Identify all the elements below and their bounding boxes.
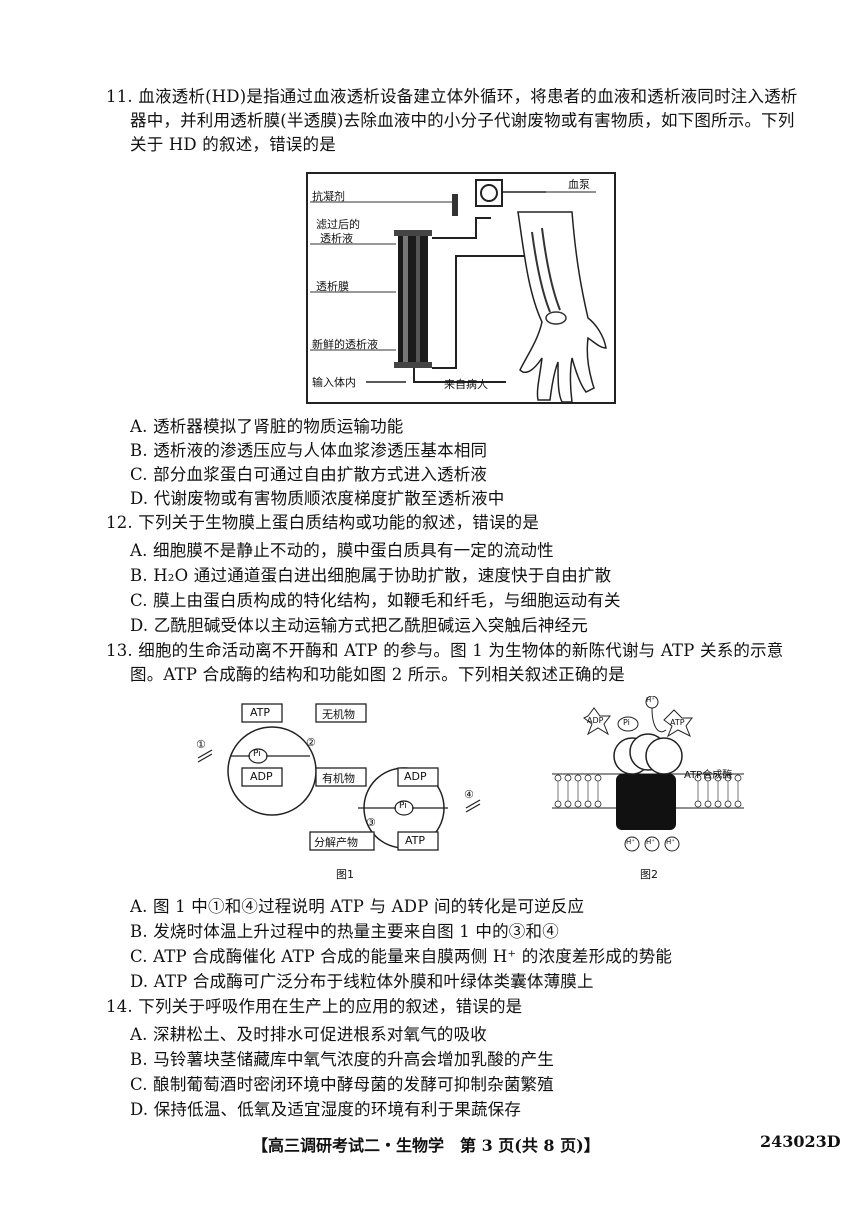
q13-option-b: B. 发烧时体温上升过程中的热量主要来自图 1 中的③和④ bbox=[130, 922, 559, 941]
exam-code: 243023D bbox=[760, 1132, 841, 1151]
atp-synthase-figure-2: ADP Pi ATP H⁺ ATP合成酶 H⁺ H⁺ H⁺ 图2 bbox=[548, 695, 748, 886]
fig2-pi: Pi bbox=[623, 718, 630, 727]
fig1-adp-left: ADP bbox=[250, 770, 273, 783]
fig2-h-bottom-3: H⁺ bbox=[666, 838, 675, 846]
atp-cycle-figure-1: ATP ADP 无机物 有机物 ADP ATP 分解产物 Pi Pi ① ② ③… bbox=[190, 696, 520, 886]
q13-option-c: C. ATP 合成酶催化 ATP 合成的能量来自膜两侧 H⁺ 的浓度差形成的势能 bbox=[130, 947, 673, 966]
q12-option-b: B. H₂O 通过通道蛋白进出细胞属于协助扩散，速度快于自由扩散 bbox=[130, 566, 612, 585]
fig2-h-bottom-2: H⁺ bbox=[646, 838, 655, 846]
fig2-h-top: H⁺ bbox=[646, 696, 655, 704]
fig1-organic: 有机物 bbox=[322, 772, 355, 785]
q14-stem: 14. 下列关于呼吸作用在生产上的应用的叙述，错误的是 bbox=[106, 997, 523, 1016]
fig1-atp-top: ATP bbox=[250, 706, 271, 719]
fig1-adp-right: ADP bbox=[404, 770, 427, 783]
fig2-adp: ADP bbox=[587, 716, 604, 725]
fig1-pi-right: Pi bbox=[399, 801, 407, 811]
fig1-decomp: 分解产物 bbox=[314, 836, 358, 849]
fig2-synthase-label: ATP合成酶 bbox=[684, 770, 733, 781]
fig1-atp-bottom: ATP bbox=[405, 834, 426, 847]
q11-option-b: B. 透析液的渗透压应与人体血浆渗透压基本相同 bbox=[130, 441, 488, 460]
q14-option-a: A. 深耕松土、及时排水可促进根系对氧气的吸收 bbox=[130, 1025, 488, 1044]
fig1-inorganic: 无机物 bbox=[322, 708, 355, 721]
q12-option-c: C. 膜上由蛋白质构成的特化结构，如鞭毛和纤毛，与细胞运动有关 bbox=[130, 591, 621, 610]
fig-label-from-patient: 来自病人 bbox=[444, 378, 488, 391]
fig1-num-2: ② bbox=[306, 736, 316, 749]
fig1-num-1: ① bbox=[196, 738, 206, 751]
q13-option-d: D. ATP 合成酶可广泛分布于线粒体外膜和叶绿体类囊体薄膜上 bbox=[130, 972, 594, 991]
q14-option-b: B. 马铃薯块茎储藏库中氧气浓度的升高会增加乳酸的产生 bbox=[130, 1050, 555, 1069]
q13-stem-line1: 13. 细胞的生命活动离不开酶和 ATP 的参与。图 1 为生物体的新陈代谢与 … bbox=[106, 641, 784, 660]
q12-option-d: D. 乙酰胆碱受体以主动运输方式把乙酰胆碱运入突触后神经元 bbox=[130, 616, 588, 635]
q11-stem-line3: 关于 HD 的叙述，错误的是 bbox=[130, 135, 336, 154]
fig1-caption: 图1 bbox=[336, 868, 354, 881]
q13-option-a: A. 图 1 中①和④过程说明 ATP 与 ADP 间的转化是可逆反应 bbox=[130, 897, 585, 916]
fig-label-blood-pump: 血泵 bbox=[568, 178, 590, 191]
fig-label-membrane: 透析膜 bbox=[316, 280, 349, 293]
q11-stem-line2: 器中，并利用透析膜(半透膜)去除血液中的小分子代谢废物或有害物质，如下图所示。下… bbox=[130, 111, 795, 130]
fig-label-fresh-dialysate: 新鲜的透析液 bbox=[312, 338, 378, 351]
fig2-atp: ATP bbox=[670, 718, 685, 727]
q11-option-a: A. 透析器模拟了肾脏的物质运输功能 bbox=[130, 417, 404, 436]
q11-option-c: C. 部分血浆蛋白可通过自由扩散方式进入透析液 bbox=[130, 465, 488, 484]
fig2-h-bottom-1: H⁺ bbox=[626, 838, 635, 846]
fig1-num-4: ④ bbox=[464, 788, 474, 801]
q14-option-c: C. 酿制葡萄酒时密闭环境中酵母菌的发酵可抑制杂菌繁殖 bbox=[130, 1075, 554, 1094]
page-footer: 【高三调研考试二・生物学 第 3 页(共 8 页)】 bbox=[252, 1136, 600, 1155]
fig2-caption: 图2 bbox=[640, 868, 658, 881]
fig-label-filtered-dialysate-1: 滤过后的 bbox=[316, 218, 360, 231]
fig1-pi-left: Pi bbox=[253, 749, 261, 759]
q12-option-a: A. 细胞膜不是静止不动的，膜中蛋白质具有一定的流动性 bbox=[130, 541, 554, 560]
fig-label-into-body: 输入体内 bbox=[312, 376, 356, 389]
fig-label-anticoagulant: 抗凝剂 bbox=[312, 190, 345, 203]
q14-option-d: D. 保持低温、低氧及适宜湿度的环境有利于果蔬保存 bbox=[130, 1100, 522, 1119]
hemodialysis-figure: 抗凝剂 滤过后的 透析液 透析膜 新鲜的透析液 输入体内 来自病人 血泵 bbox=[306, 172, 616, 404]
fig1-num-3: ③ bbox=[366, 816, 376, 829]
q12-stem: 12. 下列关于生物膜上蛋白质结构或功能的叙述，错误的是 bbox=[106, 513, 540, 532]
q11-option-d: D. 代谢废物或有害物质顺浓度梯度扩散至透析液中 bbox=[130, 489, 505, 508]
q13-stem-line2: 图。ATP 合成酶的结构和功能如图 2 所示。下列相关叙述正确的是 bbox=[130, 665, 625, 684]
q11-stem-line1: 11. 血液透析(HD)是指通过血液透析设备建立体外循环，将患者的血液和透析液同… bbox=[106, 87, 798, 106]
fig-label-filtered-dialysate-2: 透析液 bbox=[320, 232, 353, 245]
